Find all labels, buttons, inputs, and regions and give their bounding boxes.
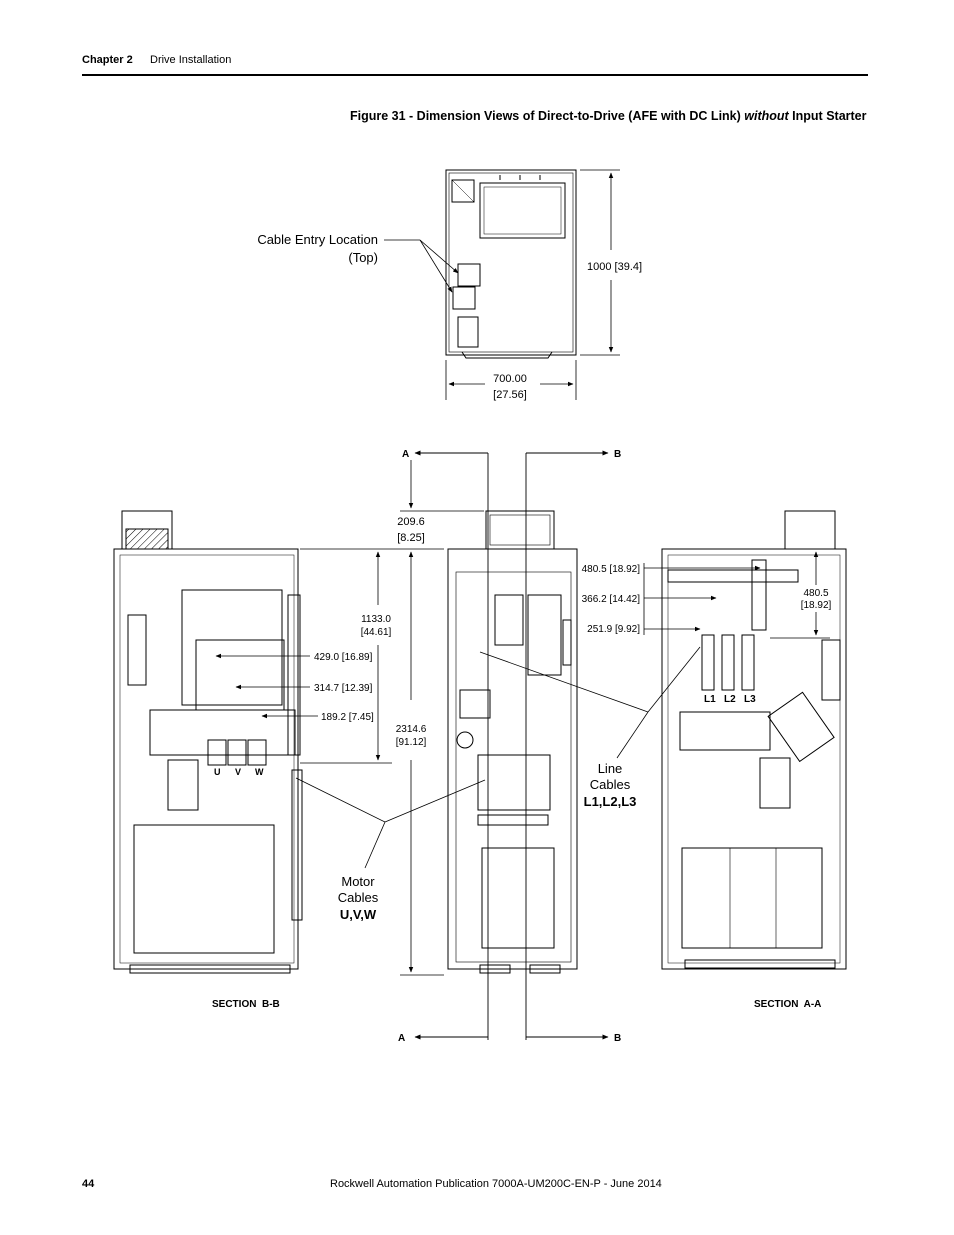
section-a-top: A [402, 449, 409, 460]
line-cables-1: Line [598, 761, 623, 776]
page-number: 44 [82, 1178, 95, 1190]
aa-side-dim-2: [18.92] [801, 600, 832, 611]
terminal-l3: L3 [744, 694, 756, 705]
motor-cables-1: Motor [341, 874, 375, 889]
section-b-bottom: B [614, 1033, 621, 1044]
terminal-u: U [214, 767, 221, 777]
caption-italic: without [744, 109, 789, 123]
top-clearance-2: [8.25] [397, 532, 425, 544]
bb-dim-429: 429.0 [16.89] [314, 652, 373, 663]
motor-cables-2: Cables [338, 890, 379, 905]
section-lines [414, 450, 609, 1040]
width-dimension-1: 700.00 [493, 373, 527, 385]
front-view [447, 510, 578, 974]
bb-height-2: [44.61] [361, 627, 392, 638]
terminal-l2: L2 [724, 694, 736, 705]
line-cables-2: Cables [590, 777, 631, 792]
section-bb-dims [215, 551, 392, 764]
total-height-1: 2314.6 [396, 724, 427, 735]
depth-dimension: 1000 [39.4] [587, 261, 642, 273]
motor-cables-3: U,V,W [340, 907, 377, 922]
caption-suffix: Input Starter [788, 109, 867, 123]
cable-entry-label-1: Cable Entry Location [257, 232, 378, 247]
motor-cables-leader [295, 777, 486, 869]
section-bb-view [113, 510, 303, 974]
bb-height-1: 1133.0 [361, 614, 391, 625]
terminal-l1: L1 [704, 694, 716, 705]
aa-dim-251: 251.9 [9.92] [587, 624, 640, 635]
front-view-dims [300, 460, 484, 976]
bb-dim-189: 189.2 [7.45] [321, 712, 374, 723]
top-view-dims [384, 169, 620, 400]
section-a-bottom: A [398, 1033, 405, 1044]
line-cables-leader [479, 646, 701, 759]
aa-dim-480: 480.5 [18.92] [582, 564, 641, 575]
top-clearance-1: 209.6 [397, 516, 425, 528]
caption-prefix: Figure 31 - Dimension Views of Direct-to… [350, 109, 745, 123]
header-rule [82, 74, 868, 76]
cable-entry-label-2: (Top) [348, 250, 378, 265]
width-dimension-2: [27.56] [493, 389, 527, 401]
chapter-label: Chapter 2 [82, 54, 133, 66]
section-title: Drive Installation [150, 54, 232, 66]
line-cables-3: L1,L2,L3 [584, 794, 637, 809]
top-view [445, 169, 577, 359]
terminal-w: W [255, 767, 264, 777]
section-aa-dims [643, 548, 830, 639]
section-aa-view [661, 510, 847, 970]
section-b-top: B [614, 449, 621, 460]
aa-side-dim-1: 480.5 [803, 588, 828, 599]
figure-caption: Figure 31 - Dimension Views of Direct-to… [350, 109, 867, 123]
publication-info: Rockwell Automation Publication 7000A-UM… [330, 1178, 662, 1190]
bb-dim-314: 314.7 [12.39] [314, 683, 373, 694]
terminal-v: V [235, 767, 241, 777]
aa-dim-366: 366.2 [14.42] [582, 594, 641, 605]
section-bb-label: SECTION B-B [212, 999, 280, 1010]
total-height-2: [91.12] [396, 737, 427, 748]
section-aa-label: SECTION A-A [754, 999, 821, 1010]
